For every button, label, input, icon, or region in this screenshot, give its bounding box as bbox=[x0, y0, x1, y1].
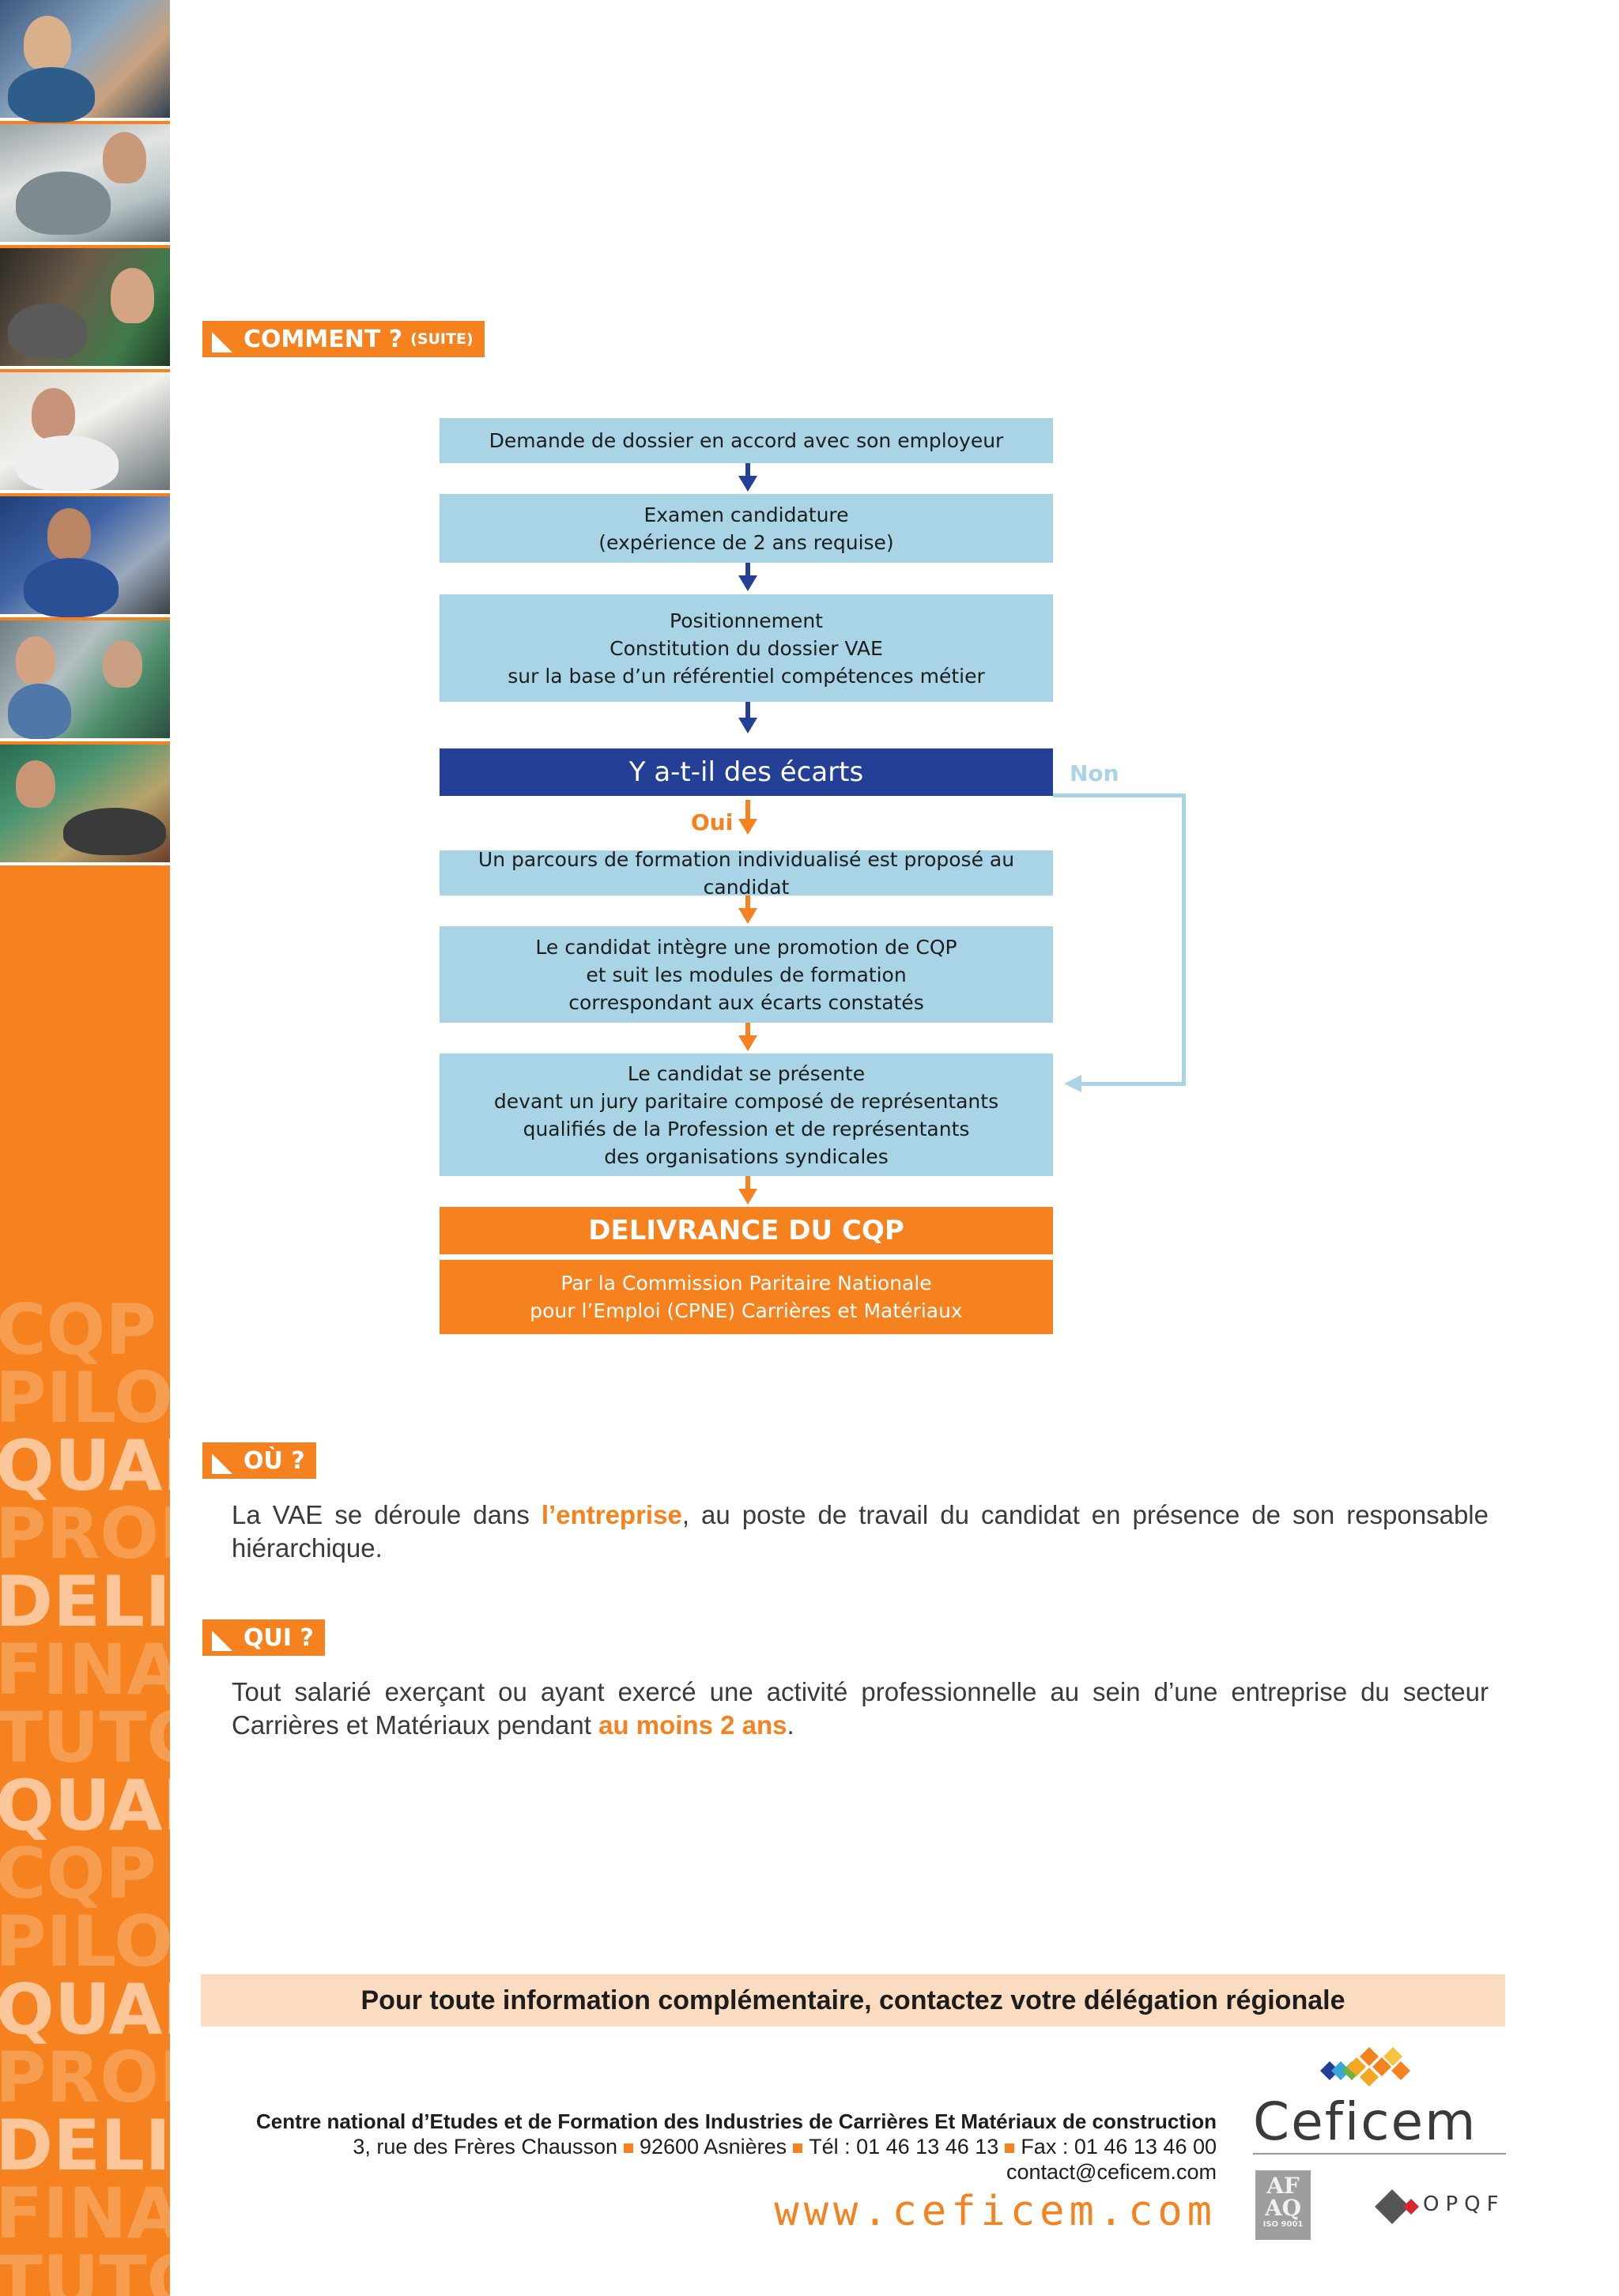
band-word: CQP IN bbox=[0, 1833, 170, 1914]
band-word: FINANC bbox=[0, 1629, 170, 1710]
flow-step-line: sur la base d’un référentiel compétences… bbox=[508, 664, 985, 688]
flow-step-line: correspondant aux écarts constatés bbox=[568, 990, 924, 1014]
fax-number: Fax : 01 46 13 46 00 bbox=[1021, 2135, 1217, 2158]
flow-step-line: qualifiés de la Profession et de représe… bbox=[523, 1117, 970, 1140]
afaq-certification-badge: AF AQ ISO 9001 bbox=[1255, 2170, 1311, 2240]
ceficem-logo-wordmark: Ceficem bbox=[1253, 2091, 1506, 2155]
bullet-square-icon bbox=[1005, 2143, 1015, 2153]
photo-worker-4 bbox=[0, 372, 170, 493]
paragraph-text: , au poste de travail du candidat en pré… bbox=[232, 1500, 1489, 1563]
flow-step-line: et suit les modules de formation bbox=[586, 963, 907, 986]
cert-badge-line: AQ bbox=[1264, 2195, 1302, 2221]
band-word: PILOTIS bbox=[0, 1901, 170, 1982]
section-title-suffix: (SUITE) bbox=[410, 330, 474, 348]
band-word: FINANC bbox=[0, 2173, 170, 2254]
band-watermark-words: CQP IN PILOTIS QUALIFI PROFES DELISI FIN… bbox=[0, 1289, 170, 2296]
band-word: QUALIFI bbox=[0, 1425, 170, 1506]
triangle-icon bbox=[212, 332, 232, 353]
address-line: 3, rue des Frères Chausson 92600 Asnières… bbox=[256, 2134, 1217, 2159]
section-label-comment: COMMENT ? (SUITE) bbox=[202, 321, 485, 357]
section-title: QUI ? bbox=[243, 1623, 314, 1652]
band-word: TUTORA bbox=[0, 1697, 170, 1778]
flow-step-positioning: Positionnement Constitution du dossier V… bbox=[440, 594, 1053, 702]
flow-step-line: (expérience de 2 ans requise) bbox=[598, 530, 894, 554]
flow-question-gaps: Y a-t-il des écarts bbox=[440, 748, 1053, 796]
flow-step-jury: Le candidat se présente devant un jury p… bbox=[440, 1054, 1053, 1176]
flow-step-line: Examen candidature bbox=[643, 503, 849, 526]
triangle-icon bbox=[212, 1453, 232, 1474]
flow-no-arrowhead bbox=[1064, 1075, 1081, 1092]
band-word: PILOTIS bbox=[0, 1357, 170, 1438]
flow-result-text: DELIVRANCE DU CQP bbox=[588, 1214, 904, 1246]
flow-result-line: Par la Commission Paritaire Nationale bbox=[560, 1272, 932, 1295]
side-band: CQP IN PILOTIS QUALIFI PROFES DELISI FIN… bbox=[0, 0, 170, 2296]
flow-no-connector bbox=[1053, 794, 1186, 797]
band-word: DELISI bbox=[0, 1561, 170, 1642]
photo-worker-2 bbox=[0, 124, 170, 245]
band-word: QUALIFI bbox=[0, 1765, 170, 1846]
flow-step-line: Un parcours de formation individualisé e… bbox=[477, 847, 1015, 899]
bullet-square-icon bbox=[793, 2143, 803, 2153]
band-word: DELISE bbox=[0, 2105, 170, 2186]
band-word: PROFES bbox=[0, 1493, 170, 1574]
flow-result-title: DELIVRANCE DU CQP bbox=[440, 1207, 1053, 1254]
band-word: CQP IN bbox=[0, 1289, 170, 1370]
paragraph-ou: La VAE se déroule dans l’entreprise, au … bbox=[232, 1499, 1489, 1565]
photo-strip bbox=[0, 0, 170, 865]
footer-address-block: Centre national d’Etudes et de Formation… bbox=[256, 2109, 1217, 2185]
flow-step-line: Demande de dossier en accord avec son em… bbox=[489, 429, 1004, 452]
band-word: PROFES bbox=[0, 2037, 170, 2118]
photo-worker-5 bbox=[0, 496, 170, 617]
band-word: TUTORA bbox=[0, 2241, 170, 2296]
website-link[interactable]: www.ceficem.com bbox=[774, 2188, 1217, 2235]
postcode-city: 92600 Asnières bbox=[639, 2135, 787, 2158]
section-title: OÙ ? bbox=[243, 1446, 305, 1475]
street-address: 3, rue des Frères Chausson bbox=[353, 2135, 617, 2158]
contact-bar: Pour toute information complémentaire, c… bbox=[201, 1974, 1505, 2026]
photo-worker-7 bbox=[0, 745, 170, 865]
section-label-ou: OÙ ? bbox=[202, 1442, 316, 1479]
flow-no-label: Non bbox=[1070, 760, 1119, 786]
flow-no-connector bbox=[1081, 1082, 1186, 1086]
paragraph-highlight: au moins 2 ans bbox=[598, 1710, 787, 1740]
flow-step-request: Demande de dossier en accord avec son em… bbox=[440, 418, 1053, 463]
paragraph-text: . bbox=[787, 1710, 794, 1740]
flow-step-promotion: Le candidat intègre une promotion de CQP… bbox=[440, 926, 1053, 1023]
flow-step-line: devant un jury paritaire composé de repr… bbox=[493, 1089, 999, 1113]
opqf-label: OPQF bbox=[1423, 2192, 1505, 2216]
photo-worker-1 bbox=[0, 0, 170, 123]
flow-result-line: pour l’Emploi (CPNE) Carrières et Matéri… bbox=[530, 1299, 963, 1322]
paragraph-qui: Tout salarié exerçant ou ayant exercé un… bbox=[232, 1676, 1489, 1742]
paragraph-text: Tout salarié exerçant ou ayant exercé un… bbox=[232, 1677, 1489, 1740]
email-address[interactable]: contact@ceficem.com bbox=[1006, 2160, 1217, 2184]
org-name: Centre national d’Etudes et de Formation… bbox=[255, 2109, 1217, 2133]
flow-yes-label: Oui bbox=[691, 809, 734, 835]
section-title: COMMENT ? bbox=[243, 325, 403, 353]
flow-question-text: Y a-t-il des écarts bbox=[628, 756, 864, 788]
cert-badge-line: ISO 9001 bbox=[1262, 2220, 1304, 2229]
section-label-qui: QUI ? bbox=[202, 1619, 325, 1656]
paragraph-text: La VAE se déroule dans bbox=[232, 1500, 542, 1529]
flow-step-line: Positionnement bbox=[670, 609, 823, 632]
photo-worker-3 bbox=[0, 248, 170, 369]
triangle-icon bbox=[212, 1631, 232, 1651]
flow-step-line: Le candidat intègre une promotion de CQP bbox=[535, 935, 957, 959]
bullet-square-icon bbox=[623, 2143, 633, 2153]
flow-no-connector bbox=[1182, 794, 1186, 1086]
photo-worker-6 bbox=[0, 620, 170, 741]
cert-badge-line: AF bbox=[1266, 2173, 1300, 2199]
flow-step-candidature: Examen candidature (expérience de 2 ans … bbox=[440, 494, 1053, 563]
phone-number: Tél : 01 46 13 46 13 bbox=[809, 2135, 999, 2158]
paragraph-highlight: l’entreprise bbox=[541, 1500, 682, 1529]
flow-result-detail: Par la Commission Paritaire Nationale po… bbox=[440, 1260, 1053, 1334]
flow-step-line: Constitution du dossier VAE bbox=[609, 636, 883, 660]
flow-step-line: Le candidat se présente bbox=[627, 1061, 866, 1085]
flow-step-line: des organisations syndicales bbox=[604, 1144, 889, 1168]
ceficem-logo-icon bbox=[1320, 2047, 1410, 2087]
band-word: QUALIFI bbox=[0, 1969, 170, 2050]
flow-step-training-path: Un parcours de formation individualisé e… bbox=[440, 848, 1053, 899]
opqf-logo-icon bbox=[1375, 2189, 1419, 2224]
